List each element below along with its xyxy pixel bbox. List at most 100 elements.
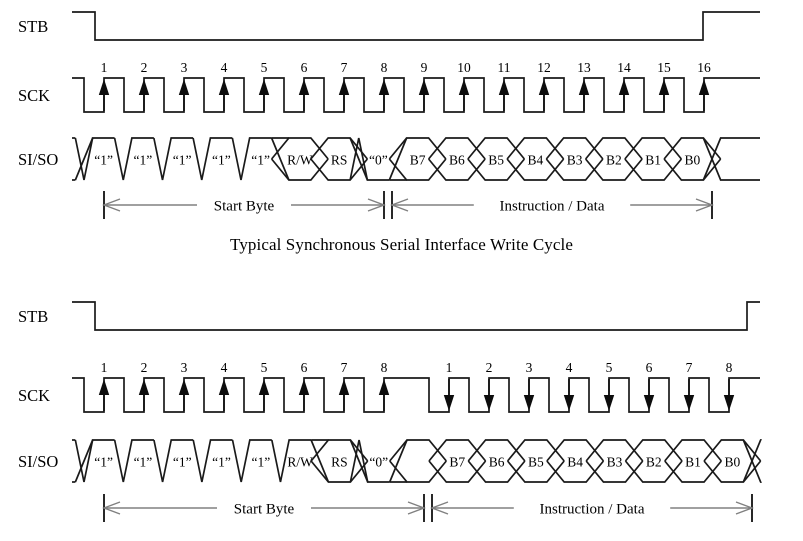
siso-transition [702, 137, 760, 181]
rising-edge-arrow-icon [578, 79, 590, 111]
siso-bit-label: B0 [684, 153, 700, 168]
falling-edge-arrow-icon [483, 379, 495, 411]
siso-transition [388, 137, 408, 181]
falling-edge-arrow-icon [723, 379, 735, 411]
siso-bit-label: “1” [94, 153, 113, 168]
siso-bit-label: B3 [567, 153, 583, 168]
siso-bit-label: R/W [287, 153, 313, 168]
siso-bit-label: “1” [251, 455, 270, 470]
siso-bit-label: B1 [685, 455, 701, 470]
siso-transition [270, 137, 290, 181]
siso-bit-cell: “1” [231, 439, 272, 483]
sck-cycle-number: 16 [697, 60, 711, 75]
rising-edge-arrow-icon [458, 79, 470, 111]
sck-cycle-number: 13 [577, 60, 591, 75]
sck-cycle-number: 3 [526, 360, 533, 375]
siso-bit-label: B1 [645, 153, 661, 168]
sck-cycle-number: 2 [141, 360, 148, 375]
dimension-arrow-left [102, 198, 121, 212]
sck-cycle-number: 14 [617, 60, 631, 75]
rising-edge-arrow-icon [378, 379, 390, 411]
siso-bit-label: B4 [567, 455, 583, 470]
dimension-arrow-right [695, 198, 714, 212]
siso-bit-label: B5 [528, 455, 544, 470]
rising-edge-arrow-icon [218, 379, 230, 411]
rising-edge-arrow-icon [138, 379, 150, 411]
siso-bit-cell: R/W [270, 439, 313, 483]
signal-label-stb: STB [18, 307, 48, 326]
dimension-bar: Start Byte [102, 494, 426, 522]
sck-cycle-number: 8 [726, 360, 733, 375]
signal-label-sck: SCK [18, 386, 50, 405]
siso-bit-cell: B1 [664, 439, 723, 483]
siso-bit-cell: “1” [153, 137, 194, 181]
rising-edge-arrow-icon [298, 379, 310, 411]
siso-bit-cell: “1” [113, 439, 154, 483]
siso-bit-cell: “1” [231, 137, 272, 181]
siso-bit-cell: “1” [192, 439, 233, 483]
caption-write-cycle: Typical Synchronous Serial Interface Wri… [0, 235, 803, 255]
sck-cycle-number: 5 [606, 360, 613, 375]
dimension-label: Instruction / Data [540, 502, 645, 518]
rising-edge-arrow-icon [298, 79, 310, 111]
signal-label-stb: STB [18, 17, 48, 36]
sck-cycle-number: 11 [498, 60, 511, 75]
sck-cycle-number: 6 [301, 360, 308, 375]
falling-edge-arrow-icon [563, 379, 575, 411]
siso-bit-label: R/W [287, 455, 313, 470]
sck-cycle-number: 4 [566, 360, 573, 375]
siso-bit-cell: “1” [113, 137, 154, 181]
siso-bit-label: B6 [449, 153, 465, 168]
siso-bit-label: “1” [212, 455, 231, 470]
siso-bit-label: “1” [134, 455, 153, 470]
siso-bit-cell: B4 [546, 439, 605, 483]
falling-edge-arrow-icon [443, 379, 455, 411]
stb-waveform [72, 301, 760, 331]
siso-bit-label: RS [331, 153, 348, 168]
siso-bit-cell: B1 [624, 137, 683, 181]
siso-bit-cell: B7 [428, 439, 487, 483]
siso-bit-label: B3 [607, 455, 623, 470]
rising-edge-arrow-icon [138, 79, 150, 111]
siso-bit-label: “1” [94, 455, 113, 470]
falling-edge-arrow-icon [683, 379, 695, 411]
sck-cycle-number: 12 [537, 60, 551, 75]
siso-bit-cell: B5 [506, 439, 565, 483]
signal-label-siso: SI/SO [18, 150, 58, 169]
sck-cycle-number: 5 [261, 60, 268, 75]
rising-edge-arrow-icon [658, 79, 670, 111]
signal-label-sck: SCK [18, 86, 50, 105]
sck-cycle-number: 4 [221, 360, 228, 375]
siso-bit-cell: “1” [74, 137, 115, 181]
rising-edge-arrow-icon [98, 79, 110, 111]
sck-cycle-number: 6 [301, 60, 308, 75]
siso-bit-label: B0 [724, 455, 740, 470]
dimension-bar: Instruction / Data [390, 191, 714, 219]
siso-transition [742, 439, 762, 483]
sck-cycle-number: 2 [141, 60, 148, 75]
siso-bit-cell: B3 [545, 137, 604, 181]
dimension-arrow-right [735, 501, 754, 515]
dimension-arrow-right [407, 501, 426, 515]
siso-transition [388, 439, 408, 483]
rising-edge-arrow-icon [418, 79, 430, 111]
siso-bit-label: RS [331, 455, 348, 470]
siso-bit-label: “1” [251, 153, 270, 168]
siso-bit-cell: B0 [663, 137, 722, 181]
sck-cycle-number: 7 [686, 360, 693, 375]
sck-cycle-number: 8 [381, 60, 388, 75]
sck-cycle-number: 7 [341, 60, 348, 75]
sck-cycle-number: 1 [446, 360, 453, 375]
rising-edge-arrow-icon [178, 79, 190, 111]
dimension-arrow-left [390, 198, 409, 212]
siso-bit-cell: B0 [703, 439, 762, 483]
dimension-bar: Start Byte [102, 191, 386, 219]
rising-edge-arrow-icon [218, 79, 230, 111]
siso-bit-label: “1” [134, 153, 153, 168]
dimension-arrow-right [367, 198, 386, 212]
rising-edge-arrow-icon [98, 379, 110, 411]
siso-bit-cell: B3 [585, 439, 644, 483]
